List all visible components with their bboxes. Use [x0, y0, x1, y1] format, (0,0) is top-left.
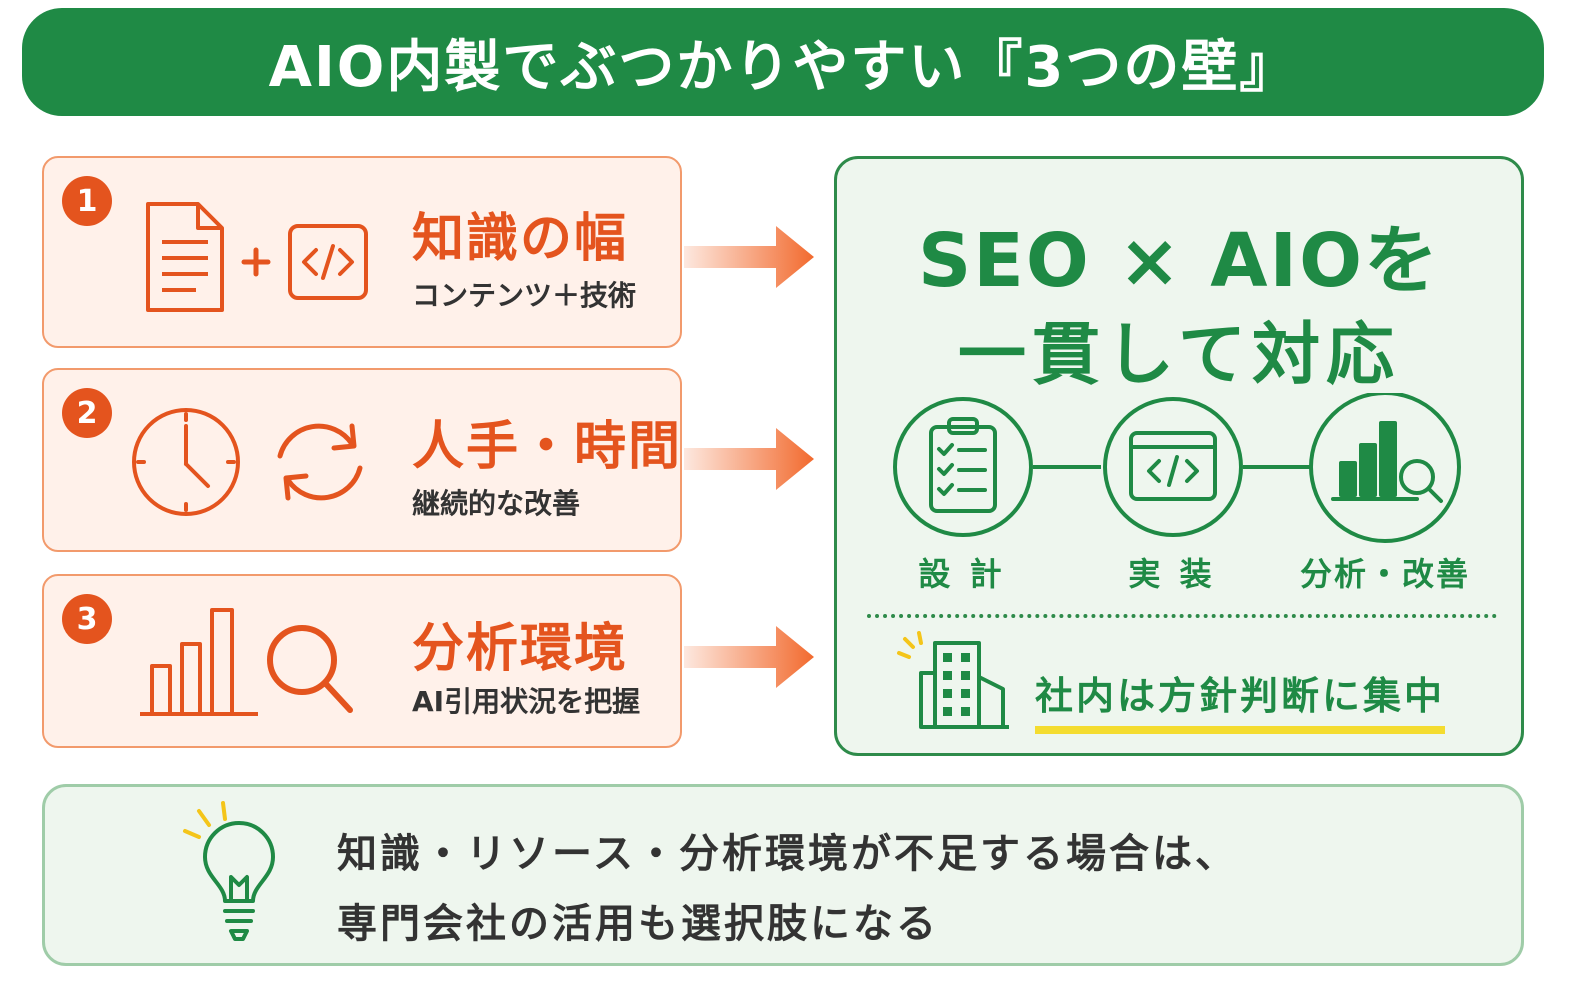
arrow-right-icon — [684, 626, 814, 688]
wall-card-1: 1 知識の幅 コンテンツ＋技術 — [42, 156, 682, 348]
solution-headline-2: 一貫して対応 — [958, 316, 1400, 395]
clock-icon — [132, 408, 240, 516]
wall-card-3: 3 分析環境 AI引用状況を把握 — [42, 574, 682, 748]
refresh-icon — [277, 423, 363, 501]
clipboard-checklist-icon — [893, 397, 1033, 537]
note-box: 知識・リソース・分析環境が不足する場合は、 専門会社の活用も選択肢になる — [42, 784, 1524, 966]
building-icon — [897, 631, 1009, 729]
note-text-line-1: 知識・リソース・分析環境が不足する場合は、 — [337, 831, 1238, 877]
solution-panel: SEO × AIOを 一貫して対応 — [834, 156, 1524, 756]
solution-headline: SEO × AIOを — [918, 218, 1440, 304]
bar-chart-icon — [140, 608, 258, 716]
chart-search-icon — [1309, 393, 1461, 543]
wall-1-icons — [146, 202, 368, 312]
lightbulb-icon — [183, 801, 275, 941]
step-label-implementation: 実 装 — [1128, 555, 1216, 593]
wall-title: 分析環境 — [412, 619, 629, 679]
arrow-right-icon — [684, 226, 814, 288]
wall-subtitle: AI引用状況を把握 — [412, 685, 641, 718]
plus-icon — [241, 247, 271, 277]
wall-number-badge: 2 — [62, 388, 112, 438]
wall-subtitle: 継続的な改善 — [412, 487, 581, 520]
wall-2-icons — [132, 408, 363, 516]
wall-number-badge: 3 — [62, 594, 112, 644]
title-banner: AIO内製でぶつかりやすい『3つの壁』 — [22, 8, 1544, 116]
magnifier-icon — [267, 625, 353, 713]
wall-number-badge: 1 — [62, 176, 112, 226]
wall-title: 人手・時間 — [412, 417, 683, 477]
note-text-line-2: 専門会社の活用も選択肢になる — [337, 901, 939, 947]
code-window-icon — [1103, 397, 1243, 537]
wall-card-2: 2 人手・時間 継続的な改善 — [42, 368, 682, 552]
step-label-analysis: 分析・改善 — [1299, 555, 1470, 593]
arrow-right-icon — [684, 428, 814, 490]
dotted-divider — [867, 614, 1497, 618]
wall-subtitle: コンテンツ＋技術 — [412, 279, 637, 312]
code-icon — [288, 224, 368, 300]
wall-title: 知識の幅 — [412, 209, 629, 269]
process-steps — [893, 393, 1461, 543]
page-title: AIO内製でぶつかりやすい『3つの壁』 — [268, 34, 1298, 100]
step-label-design: 設 計 — [918, 555, 1006, 593]
wall-3-icons — [140, 608, 353, 716]
document-icon — [146, 202, 224, 312]
focus-statement: 社内は方針判断に集中 — [1035, 665, 1446, 734]
